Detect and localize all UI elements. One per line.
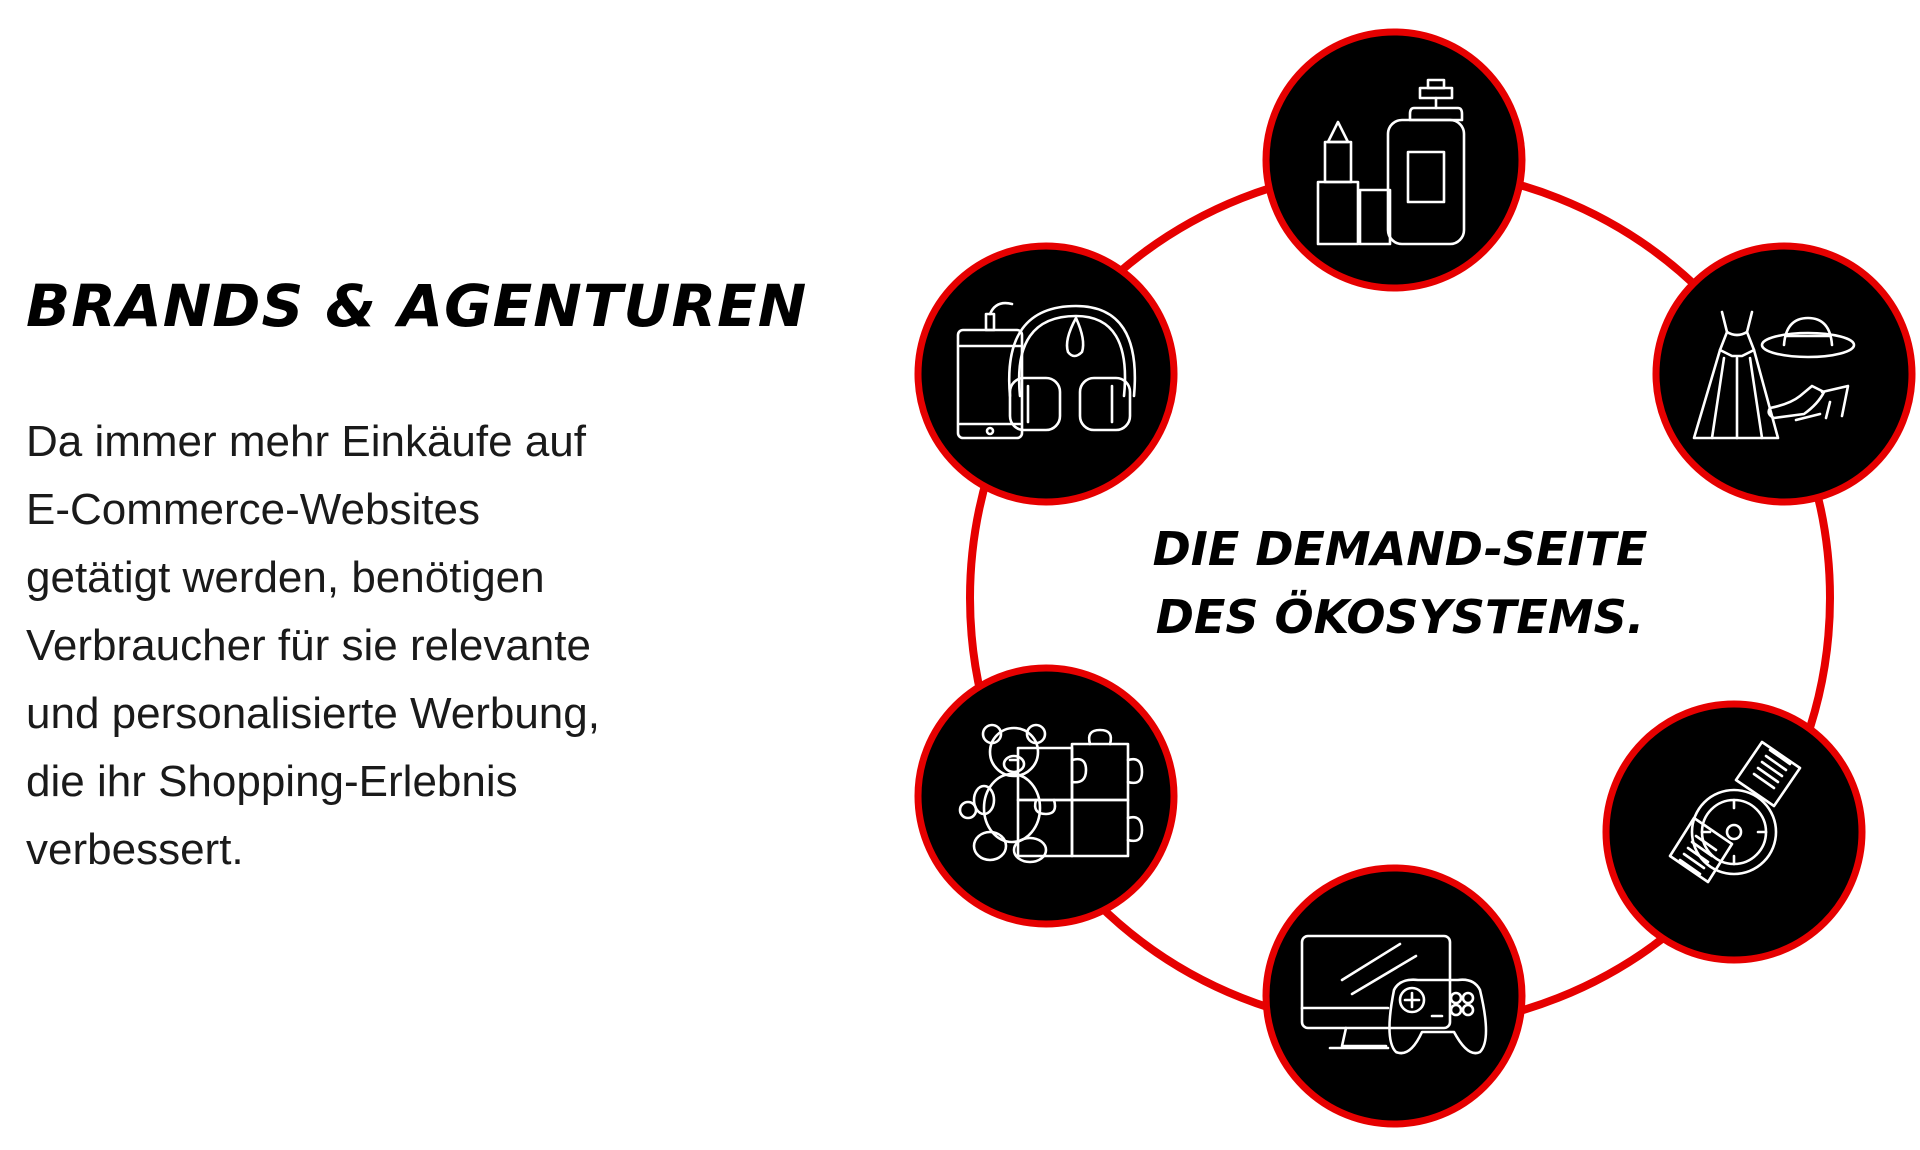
cosmetics-node — [1262, 28, 1526, 292]
intro-line: Verbraucher für sie relevante — [26, 620, 591, 670]
electronics-node — [914, 242, 1178, 506]
intro-line: und personalisierte Werbung, — [26, 688, 600, 738]
intro-line: die ihr Shopping-Erlebnis — [26, 756, 518, 806]
fashion-node — [1652, 242, 1916, 506]
section-heading: BRANDS & AGENTUREN — [26, 272, 808, 340]
fashion-icon — [1692, 310, 1856, 440]
intro-paragraph: Da immer mehr Einkäufe auf E-Commerce-We… — [26, 408, 766, 884]
electronics-headphones-icon — [956, 301, 1137, 440]
intro-line: getätigt werden, benötigen — [26, 552, 545, 602]
intro-section: BRANDS & AGENTUREN Da immer mehr Einkäuf… — [26, 272, 886, 884]
intro-line: E-Commerce-Websites — [26, 484, 480, 534]
wristwatch-icon — [1668, 740, 1802, 884]
intro-line: verbessert. — [26, 824, 244, 874]
diagram-center-label: DIE DEMAND-SEITE DES ÖKOSYSTEMS. — [1080, 515, 1720, 651]
gaming-console-icon — [1300, 934, 1488, 1055]
toys-puzzle-icon — [958, 723, 1144, 864]
center-label-line: DES ÖKOSYSTEMS. — [1155, 590, 1645, 644]
gaming-node — [1262, 864, 1526, 1128]
wristwatch-node — [1602, 700, 1866, 964]
cosmetics-icon — [1316, 78, 1466, 246]
intro-line: Da immer mehr Einkäufe auf — [26, 416, 586, 466]
toys-node — [914, 664, 1178, 928]
center-label-line: DIE DEMAND-SEITE — [1152, 522, 1648, 576]
